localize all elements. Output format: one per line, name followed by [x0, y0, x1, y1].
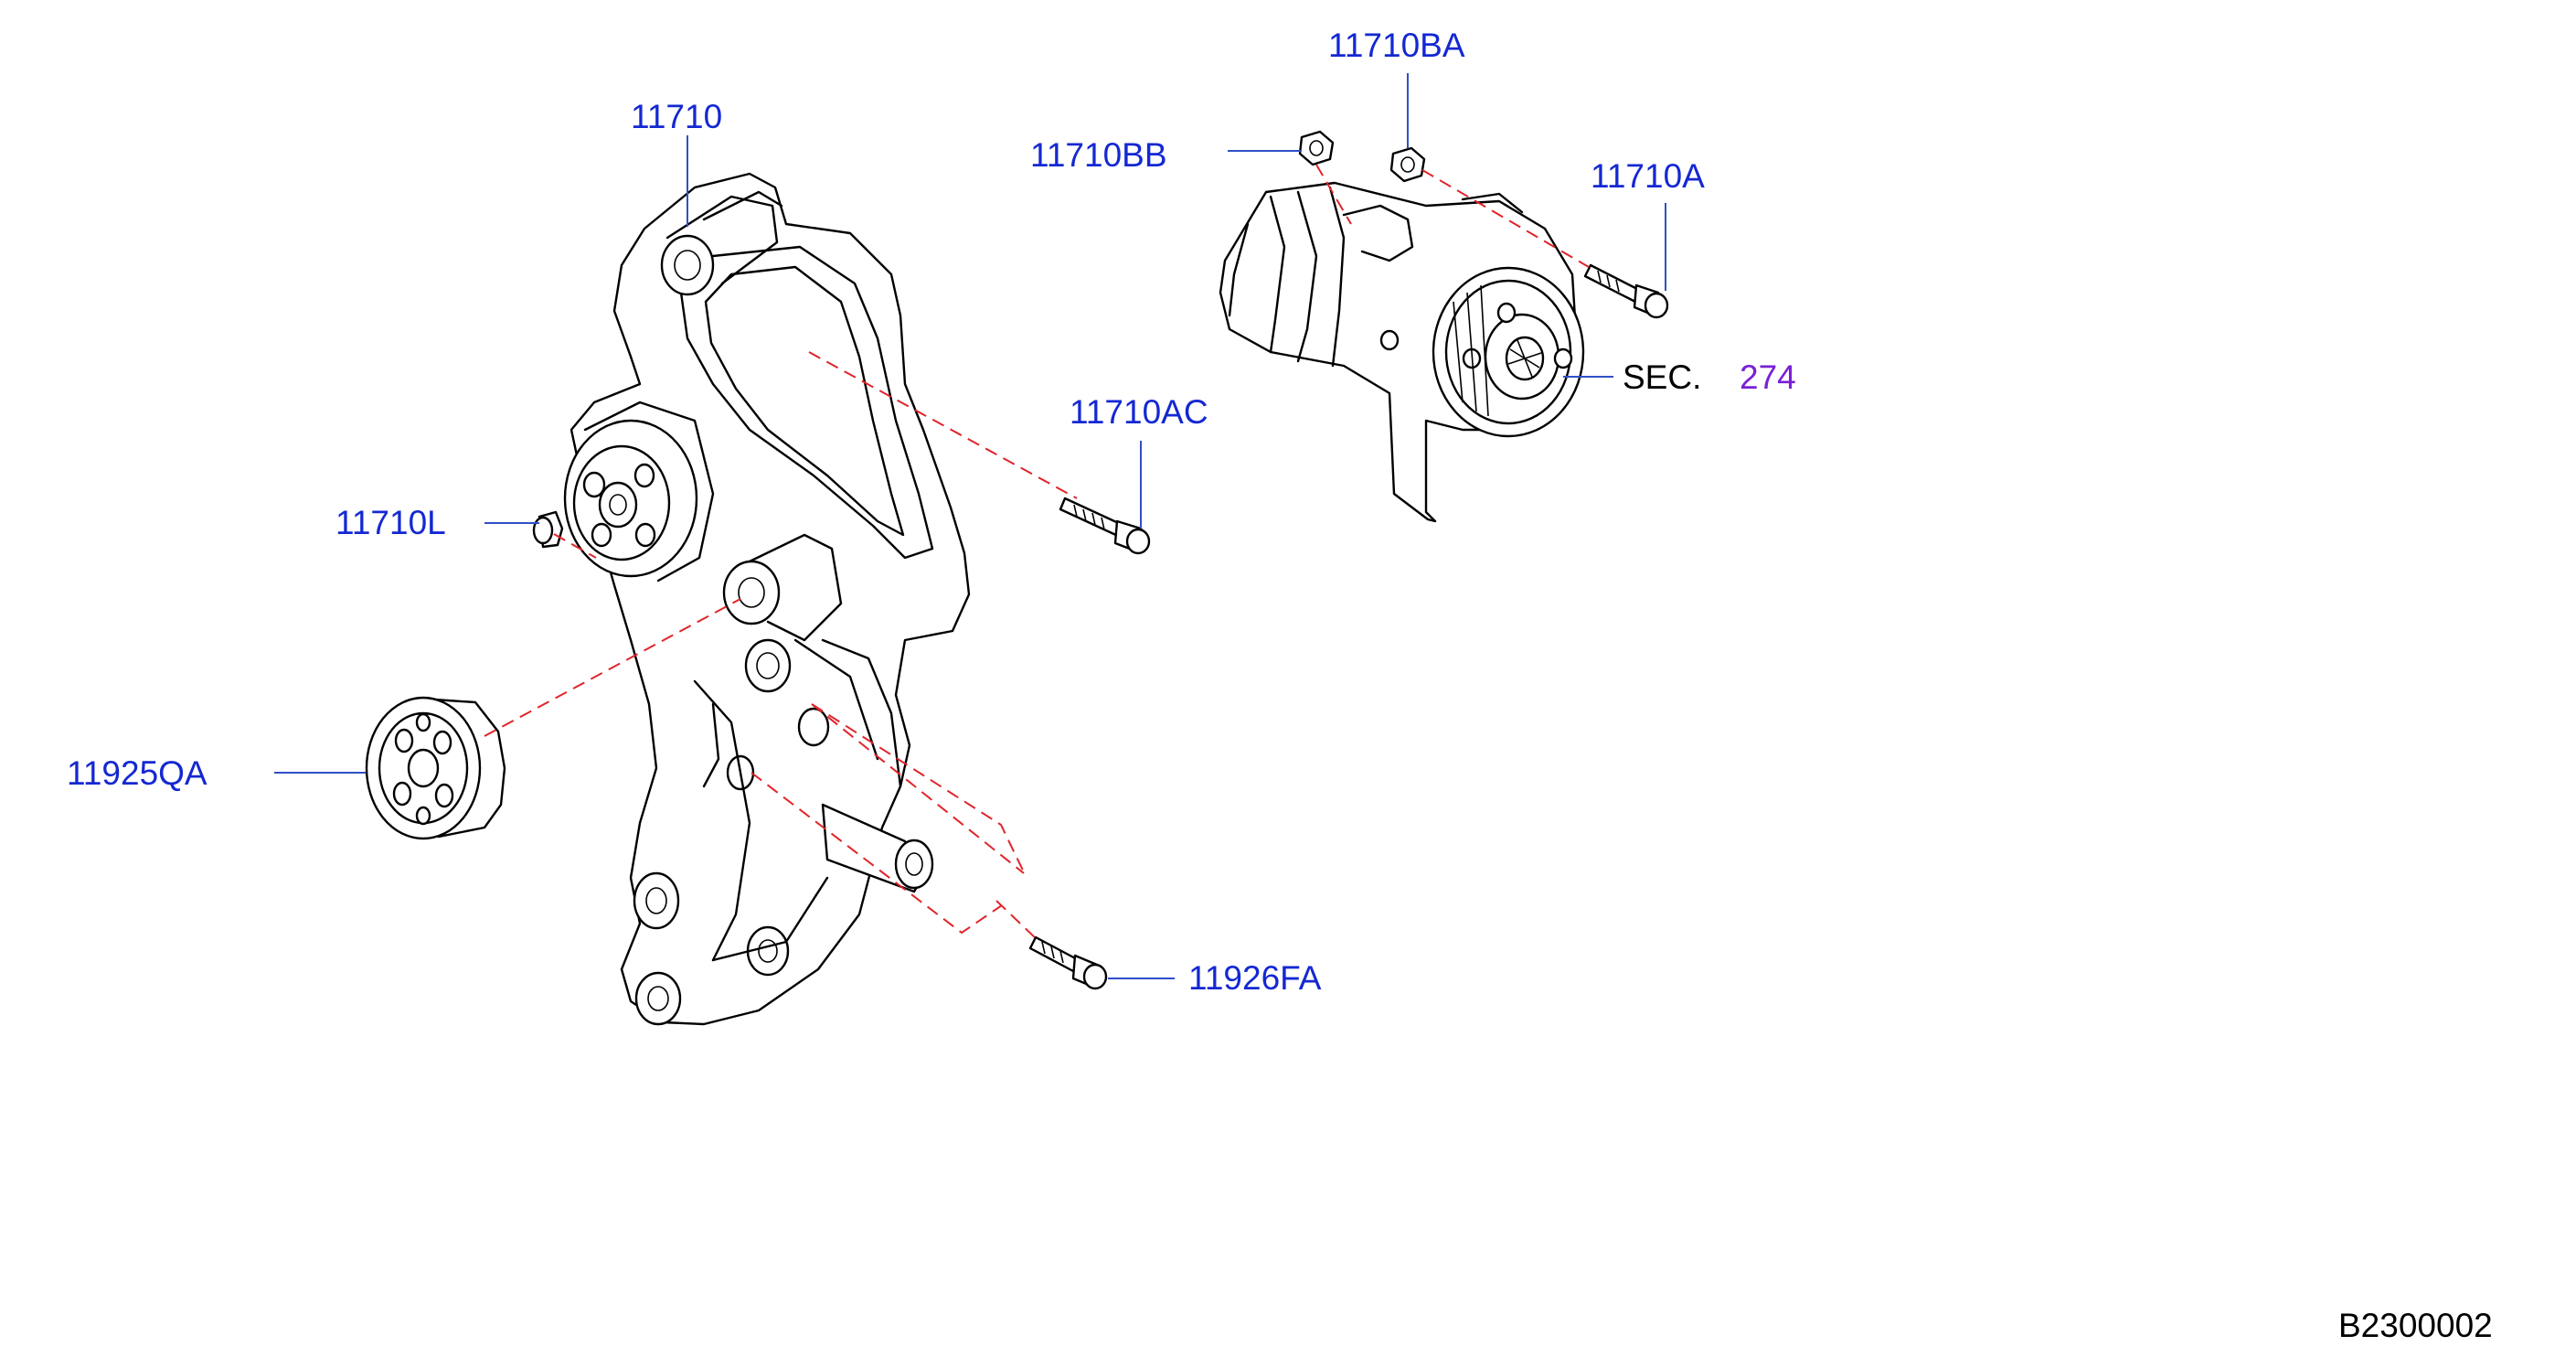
label-11710[interactable]: 11710	[631, 98, 722, 135]
bolt-fa-drawing	[1028, 935, 1108, 990]
bolt-a-drawing	[1583, 263, 1669, 319]
label-11710ac[interactable]: 11710AC	[1070, 393, 1208, 431]
label-11710a[interactable]: 11710A	[1591, 157, 1705, 195]
section-274-link[interactable]: 274	[1740, 358, 1796, 396]
label-11926fa[interactable]: 11926FA	[1188, 959, 1322, 997]
idler-pulley-drawing	[365, 696, 506, 840]
ac-compressor-drawing	[1219, 181, 1585, 523]
section-prefix: SEC.	[1623, 358, 1701, 396]
diagram-code: B2300002	[2338, 1307, 2493, 1344]
label-11925qa[interactable]: 11925QA	[67, 754, 208, 792]
bracket-assembly-drawing	[563, 172, 971, 1026]
label-11710ba[interactable]: 11710BA	[1328, 27, 1465, 64]
nut-ba-drawing	[1389, 146, 1426, 183]
leader-lines	[274, 73, 1666, 979]
collar-drawing	[532, 510, 564, 549]
dashed-guides	[484, 164, 1590, 941]
nut-bb-drawing	[1298, 130, 1335, 166]
bolt-ac-drawing	[1059, 497, 1151, 555]
label-11710l[interactable]: 11710L	[335, 504, 446, 541]
label-11710bb[interactable]: 11710BB	[1030, 136, 1167, 174]
